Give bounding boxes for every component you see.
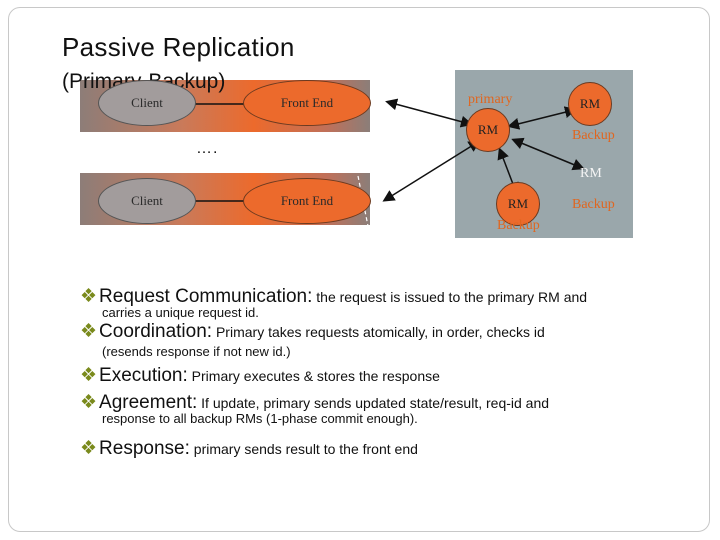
- diamond-bullet-icon: ❖: [80, 438, 98, 459]
- bullet-response: ❖Response: primary sends result to the f…: [80, 438, 418, 459]
- bullet-coordination-cont: (resends response if not new id.): [102, 344, 291, 359]
- band-divider-line: [357, 175, 369, 227]
- slide-frame: [8, 7, 710, 532]
- backup-rm-node-1: RM: [568, 82, 612, 126]
- backup-rm-node-3: RM: [496, 182, 540, 226]
- front-end-node-1: Front End: [243, 80, 371, 126]
- diamond-bullet-icon: ❖: [80, 321, 98, 342]
- primary-backup2-arrow: [511, 137, 585, 171]
- slide-title: Passive Replication: [62, 32, 295, 62]
- bullet-agreement: ❖Agreement: If update, primary sends upd…: [80, 392, 550, 413]
- primary-backup1-arrow: [507, 106, 577, 130]
- primary-rm-node: RM: [466, 108, 510, 152]
- frontend2-primary-arrow: [382, 140, 481, 202]
- backup-label-2: Backup: [572, 197, 615, 212]
- diamond-bullet-icon: ❖: [80, 365, 98, 386]
- primary-label: primary: [468, 92, 513, 107]
- diamond-bullet-icon: ❖: [80, 392, 98, 413]
- backup-label-1: Backup: [572, 128, 615, 143]
- front-end-node-2: Front End: [243, 178, 371, 224]
- frontend1-primary-arrow: [385, 98, 473, 128]
- bullet-coordination: ❖Coordination: Primary takes requests at…: [80, 321, 545, 342]
- bullet-execution: ❖Execution: Primary executes & stores th…: [80, 365, 440, 386]
- client-node-1: Client: [98, 80, 196, 126]
- bullet-request-communication-cont: carries a unique request id.: [102, 305, 259, 320]
- client-node-2: Client: [98, 178, 196, 224]
- bullet-request-communication: ❖Request Communication: the request is i…: [80, 286, 588, 307]
- bullet-agreement-cont: response to all backup RMs (1-phase comm…: [102, 411, 418, 426]
- backup-label-3: Backup: [497, 218, 540, 233]
- diamond-bullet-icon: ❖: [80, 286, 98, 307]
- ellipsis: ….: [196, 140, 219, 157]
- backup-rm-node-2: RM: [580, 166, 602, 181]
